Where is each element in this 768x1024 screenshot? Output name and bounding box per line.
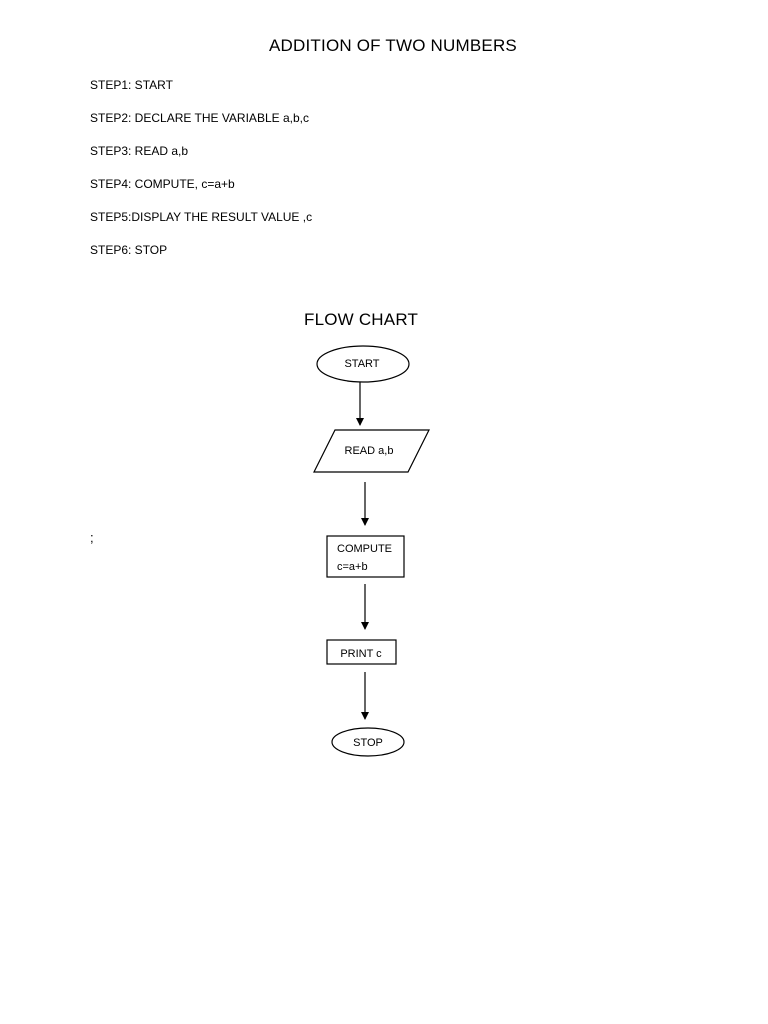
output-label: PRINT c bbox=[340, 648, 382, 660]
flowchart-title: FLOW CHART bbox=[304, 310, 419, 329]
process-label-line2: c=a+b bbox=[337, 561, 368, 573]
process-shape bbox=[326, 535, 405, 578]
algorithm-steps: STEP1: START STEP2: DECLARE THE VARIABLE… bbox=[90, 77, 312, 275]
step-4: STEP4: COMPUTE, c=a+b bbox=[90, 177, 235, 191]
input-parallelogram: READ a,b bbox=[313, 429, 430, 473]
document-title: ADDITION OF TWO NUMBERS bbox=[269, 36, 517, 55]
start-oval bbox=[316, 345, 410, 383]
process-label-line1: COMPUTE bbox=[337, 543, 392, 555]
output-box: PRINT c bbox=[326, 639, 397, 665]
start-label: START bbox=[344, 358, 379, 370]
process-box: COMPUTE c=a+b bbox=[326, 535, 405, 578]
output-shape bbox=[326, 639, 397, 665]
stop-label: STOP bbox=[353, 737, 383, 749]
step-5: STEP5:DISPLAY THE RESULT VALUE ,c bbox=[90, 210, 313, 224]
step-3: STEP3: READ a,b bbox=[90, 144, 189, 158]
stop-terminal: STOP bbox=[331, 727, 405, 757]
start-terminal: START bbox=[316, 345, 410, 383]
stop-oval bbox=[331, 727, 405, 757]
step-1: STEP1: START bbox=[90, 78, 173, 92]
stray-semicolon: ; bbox=[90, 530, 94, 545]
input-label: READ a,b bbox=[345, 445, 394, 457]
input-shape bbox=[313, 429, 430, 473]
step-2: STEP2: DECLARE THE VARIABLE a,b,c bbox=[90, 111, 309, 125]
step-6: STEP6: STOP bbox=[90, 243, 168, 257]
